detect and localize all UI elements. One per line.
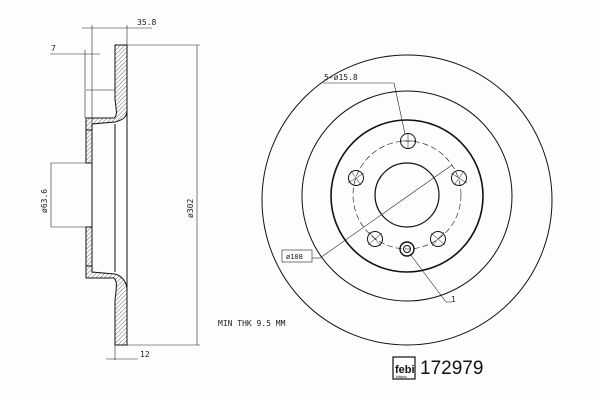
bolt-hole — [451, 170, 467, 186]
front-view — [261, 54, 553, 346]
hat-edge — [330, 119, 484, 273]
febi-logo: febi bilstein — [392, 356, 416, 380]
dim-offset-label: 7 — [51, 44, 56, 53]
bolt-circle-label-box — [281, 249, 313, 263]
dim-hub-bore-label: ø63.6 — [40, 189, 49, 213]
bolt-holes-label: 5-ø15.8 — [324, 73, 358, 82]
logo-subtext: bilstein — [396, 375, 407, 379]
part-number: 172979 — [420, 358, 483, 379]
center-bore — [374, 162, 440, 228]
locating-hole — [399, 241, 415, 257]
dim-diameter-label: ø302 — [186, 199, 195, 218]
hub-section-lower — [85, 226, 93, 267]
hub-section-upper — [85, 129, 93, 164]
bolt-holes — [348, 133, 467, 257]
min-thickness-note: MIN THK 9.5 MM — [218, 319, 286, 328]
disc-section-bottom — [85, 265, 128, 346]
bolt-hole — [367, 231, 383, 247]
disc-outer-edge — [261, 54, 553, 346]
dim-width-label: 35.8 — [137, 18, 156, 27]
bolt-hole — [348, 170, 364, 186]
bolt-hole — [430, 231, 446, 247]
bolt-circle-label: ø108 — [286, 253, 303, 261]
friction-ring-inner — [301, 90, 513, 302]
bolt-circle — [352, 140, 462, 250]
logo-text: febi — [395, 364, 415, 376]
side-dimensions — [50, 25, 200, 360]
locating-hole-inner — [403, 245, 411, 253]
dim-thickness-label: 12 — [140, 350, 150, 359]
side-section-view — [85, 44, 128, 346]
front-leaders — [281, 82, 453, 303]
item-marker-label: 1 — [451, 295, 456, 304]
